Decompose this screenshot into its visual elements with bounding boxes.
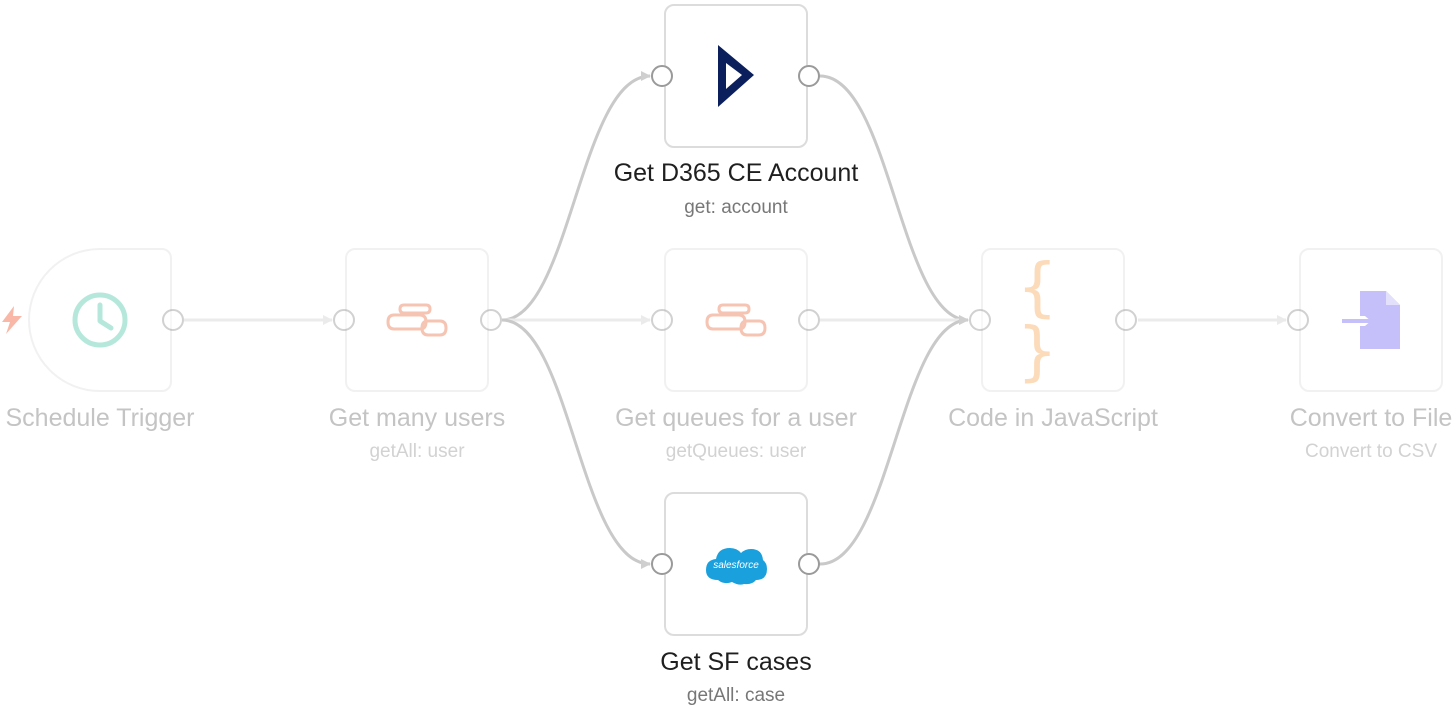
node-subtitle-get-many-users: getAll: user (369, 441, 465, 462)
get-many-users-input-port[interactable] (333, 309, 355, 331)
code-javascript-output-port[interactable] (1115, 309, 1137, 331)
node-get-queues[interactable] (664, 248, 808, 392)
code-javascript-input-port[interactable] (969, 309, 991, 331)
convert-to-file-input-port[interactable] (1287, 309, 1309, 331)
node-title-schedule-trigger: Schedule Trigger (5, 404, 195, 432)
node-title-get-d365-account: Get D365 CE Account (613, 159, 859, 187)
edge-users-to-sf (501, 318, 651, 569)
code-braces-icon: { } (1018, 251, 1057, 389)
node-subtitle-get-sf-cases: getAll: case (686, 685, 786, 706)
node-title-get-queues: Get queues for a user (615, 404, 857, 432)
dynamics365-icon (716, 45, 756, 107)
node-title-code-javascript: Code in JavaScript (948, 404, 1158, 432)
edge-sf-to-code (819, 315, 969, 566)
get-queues-input-port[interactable] (651, 309, 673, 331)
get-queues-output-port[interactable] (798, 309, 820, 331)
get-many-users-output-port[interactable] (480, 309, 502, 331)
node-code-javascript[interactable]: { } (981, 248, 1125, 392)
get-d365-account-output-port[interactable] (798, 65, 820, 87)
node-get-d365-account[interactable] (664, 4, 808, 148)
node-subtitle-get-d365-account: get: account (684, 197, 788, 218)
node-get-sf-cases[interactable]: salesforce (664, 492, 808, 636)
node-schedule-trigger[interactable] (28, 248, 172, 392)
schedule-trigger-output-port[interactable] (162, 309, 184, 331)
trigger-bolt-icon (2, 306, 22, 334)
rocketchat-cloud-icon (705, 299, 767, 341)
node-subtitle-get-queues: getQueues: user (665, 441, 807, 462)
edge-d365-to-code (819, 74, 969, 325)
file-import-icon (1340, 291, 1402, 349)
node-title-get-sf-cases: Get SF cases (660, 648, 812, 676)
get-d365-account-input-port[interactable] (651, 65, 673, 87)
clock-icon (71, 291, 129, 349)
get-sf-cases-output-port[interactable] (798, 553, 820, 575)
get-sf-cases-input-port[interactable] (651, 553, 673, 575)
rocketchat-cloud-icon (386, 299, 448, 341)
node-subtitle-convert-to-file: Convert to CSV (1305, 441, 1437, 462)
node-convert-to-file[interactable] (1299, 248, 1443, 392)
edge-users-to-d365 (501, 71, 651, 322)
node-title-get-many-users: Get many users (328, 404, 506, 432)
node-get-many-users[interactable] (345, 248, 489, 392)
salesforce-icon: salesforce (704, 542, 768, 586)
svg-text:salesforce: salesforce (713, 560, 759, 571)
node-title-convert-to-file: Convert to File (1289, 404, 1453, 432)
